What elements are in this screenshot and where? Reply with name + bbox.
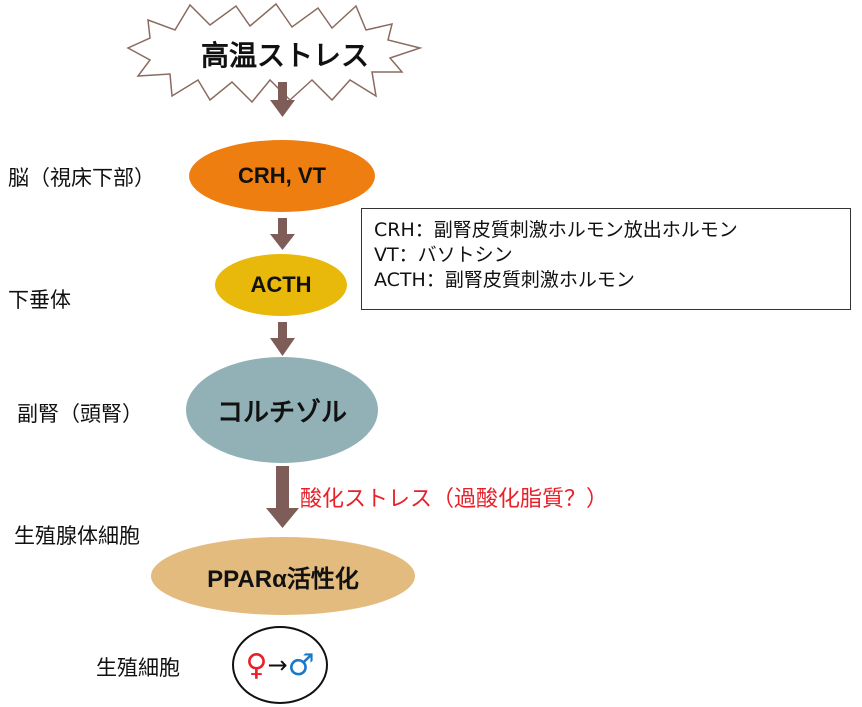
germ-cell-circle: ♀ → ♂ xyxy=(232,626,328,704)
arrow-pituitary-to-adrenal xyxy=(270,322,295,356)
right-arrow-icon: → xyxy=(267,651,288,679)
adrenal-side-label: 副腎（頭腎） xyxy=(17,402,143,426)
pituitary-side-label: 下垂体 xyxy=(8,288,71,312)
oxidative-stress-note: 酸化ストレス（過酸化脂質？） xyxy=(300,487,609,512)
legend-item: ACTH：副腎皮質刺激ホルモン xyxy=(374,269,635,291)
brain-side-label: 脳（視床下部） xyxy=(8,166,155,190)
adrenal-hormone-node: コルチゾル xyxy=(186,357,378,463)
arrow-title-to-brain xyxy=(270,82,295,117)
female-symbol-icon: ♀ xyxy=(245,647,268,683)
arrow-adrenal-to-gonad xyxy=(266,466,299,528)
germ-cell-side-label: 生殖細胞 xyxy=(96,656,180,680)
male-symbol-icon: ♂ xyxy=(287,647,315,683)
gonad-side-label: 生殖腺体細胞 xyxy=(14,524,140,548)
brain-hormone-node: CRH, VT xyxy=(189,140,375,212)
abbreviation-legend: CRH：副腎皮質刺激ホルモン放出ホルモン VT：バソトシン ACTH：副腎皮質刺… xyxy=(361,208,851,310)
legend-item: VT：バソトシン xyxy=(374,244,513,266)
legend-item: CRH：副腎皮質刺激ホルモン放出ホルモン xyxy=(374,219,738,241)
title-label: 高温ストレス xyxy=(200,40,369,71)
pituitary-hormone-node: ACTH xyxy=(215,254,347,316)
arrow-brain-to-pituitary xyxy=(270,218,295,250)
gonad-event-node: PPARα活性化 xyxy=(151,537,415,615)
starburst-shape xyxy=(126,2,423,104)
